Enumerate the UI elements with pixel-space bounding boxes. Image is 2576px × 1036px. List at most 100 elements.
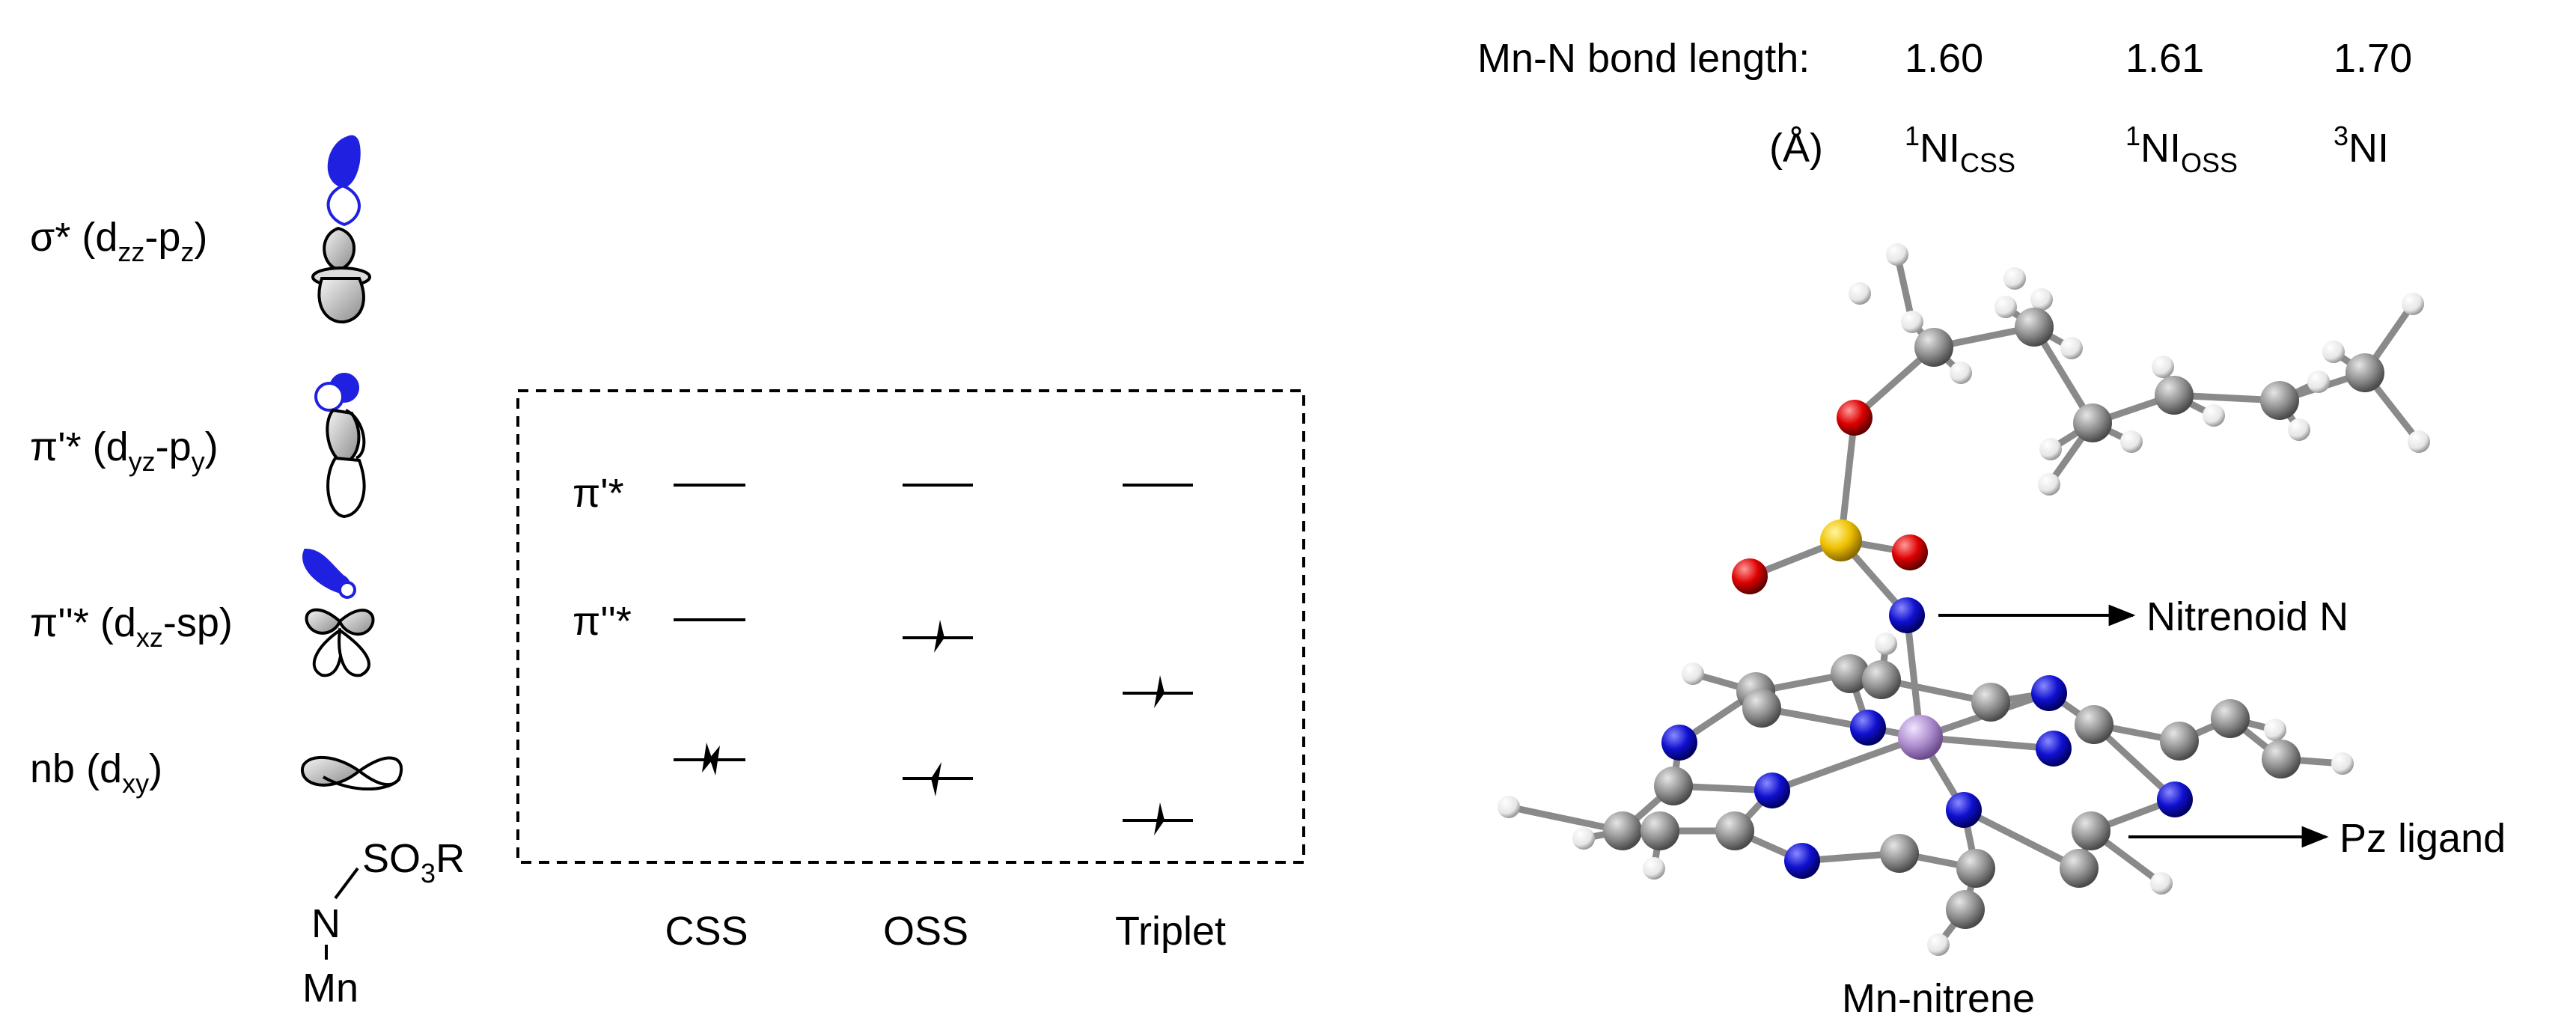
atom-h-hp3 [2331, 752, 2354, 775]
energy-levels [674, 484, 1193, 822]
orbital-labels: σ* (dzz-pz) π'* (dyz-py) π''* (dxz-sp) n… [30, 215, 233, 799]
atom-h-h3 [2003, 267, 2026, 290]
atom-h-hc1a [1950, 362, 1972, 384]
electron-triplet-nb [1154, 802, 1165, 835]
atom-c-ca13 [1640, 811, 1679, 850]
fragment-n-label: N [311, 901, 341, 946]
atom-c-c1 [1914, 328, 1953, 367]
mn-nitrene-molecule [1498, 243, 2430, 956]
bond-h1-hc1b [1893, 251, 1916, 326]
atom-c-c6 [2345, 353, 2384, 392]
atom-h-hc2a [2060, 337, 2083, 359]
pz-ligand-label: Pz ligand [2340, 816, 2506, 861]
bond-mn-n4 [1768, 734, 1924, 794]
atom-c-ca6 [2211, 699, 2250, 738]
atom-h-h2 [1849, 282, 1871, 305]
energy-diagram-frame [516, 389, 1305, 864]
atom-h-h3c [2038, 473, 2060, 496]
orbital-label-nonbonding: nb (dxy) [30, 746, 162, 799]
state-label-css: CSS [665, 909, 748, 954]
atom-c-c3 [2073, 403, 2112, 442]
state-label-oss: OSS [883, 909, 968, 954]
bond-length-oss: 1.61 [2125, 36, 2204, 81]
atom-n-n3 [1946, 792, 1982, 828]
atom-s-s [1820, 519, 1862, 561]
orbital-label-pi-prime-star: π'* (dyz-py) [30, 424, 219, 477]
species-css: 1NICSS [1905, 121, 2015, 178]
electron-css-up [702, 743, 712, 773]
atom-c-ca14 [1715, 811, 1754, 850]
atom-o-o2 [1732, 558, 1768, 594]
electron-css-down [709, 746, 720, 776]
orbital-lobe-pi-prime-star [314, 373, 366, 519]
atom-n-n2 [2031, 675, 2067, 711]
atom-n-nn [1889, 597, 1925, 633]
atom-h-hp7 [1572, 827, 1595, 850]
atom-n-n8 [2036, 731, 2072, 767]
orbital-lobe-sigma-star [311, 135, 371, 324]
fragment-so3r-label: SO3R [362, 836, 465, 889]
atom-n-n4 [1754, 773, 1790, 808]
atom-o-o3 [1892, 534, 1928, 570]
orbital-label-pi-double-prime-star: π''* (dxz-sp) [30, 600, 233, 653]
atom-c-c4 [2155, 376, 2194, 415]
atom-h-hc3b [2039, 438, 2062, 460]
electron-oss-nb [931, 762, 941, 796]
atom-c-ca15 [1742, 689, 1781, 728]
orbital-lobe-pi-double-prime-star [302, 548, 375, 677]
bond-ca8-n3 [1960, 806, 2083, 872]
orbital-lobe-nonbonding [301, 755, 403, 790]
atom-mn-mn [1898, 715, 1943, 760]
atom-c-c2 [2015, 308, 2054, 347]
level-label-pi-double-prime-star: π''* [573, 599, 632, 644]
nitrene-fragment-structure: SO3R N Mn [302, 836, 465, 1011]
level-label-pi-prime-star: π'* [573, 471, 624, 516]
molecule-caption: Mn-nitrene [1842, 976, 2035, 1021]
state-label-triplet: Triplet [1115, 909, 1226, 954]
atom-n-n1 [1850, 710, 1886, 746]
species-oss: 1NIOSS [2125, 121, 2238, 178]
atom-c-ca9 [1956, 849, 1995, 888]
atom-o-o1 [1837, 400, 1873, 436]
atom-h-hc3a [2120, 430, 2143, 453]
electron-oss-pi-double-prime [934, 620, 944, 653]
atom-h-hc5a [2288, 418, 2310, 441]
atom-h-hp6 [1927, 933, 1950, 956]
atom-c-ca8 [2060, 849, 2099, 888]
atom-c-ca2 [1831, 654, 1870, 693]
atom-h-hc1b [1901, 311, 1923, 333]
atom-c-ca11 [1654, 767, 1693, 805]
bond-length-css: 1.60 [1905, 36, 1983, 81]
atom-h-h1 [1886, 243, 1908, 266]
electrons [702, 620, 1165, 835]
atom-h-hp2 [1875, 633, 1897, 655]
bond-length-table: Mn-N bond length: 1.60 1.61 1.70 (Å) 1NI… [1477, 36, 2412, 178]
species-triplet: 3NI [2334, 121, 2389, 171]
electron-triplet-pi-double-prime [1154, 675, 1165, 708]
molecule-atoms [1498, 243, 2430, 956]
bond-length-triplet: 1.70 [2334, 36, 2412, 81]
atom-c-c5 [2260, 381, 2299, 420]
atom-c-ca12 [1603, 811, 1642, 850]
atom-h-hc4b [2203, 404, 2225, 427]
atom-c-ca10 [1880, 834, 1919, 873]
nitrenoid-label: Nitrenoid N [2146, 594, 2348, 639]
bond-length-unit: (Å) [1769, 126, 1823, 171]
fragment-mn-label: Mn [302, 966, 358, 1011]
atom-c-ca7 [2072, 811, 2110, 850]
atom-c-ca16 [1946, 890, 1985, 929]
orbital-label-sigma-star: σ* (dzz-pz) [30, 215, 207, 267]
atom-h-hp1 [1682, 662, 1704, 685]
atom-h-hp4 [2264, 719, 2286, 741]
atom-h-hc2b [1994, 296, 2017, 318]
atom-h-hc6a [2402, 293, 2424, 315]
atom-c-ca17 [2160, 722, 2199, 761]
atom-h-hc6c [2322, 341, 2345, 363]
atom-c-ca18 [2262, 740, 2301, 778]
atom-h-hp9 [1643, 857, 1665, 880]
atom-n-n6 [2157, 781, 2193, 817]
atom-c-ca3 [1862, 660, 1901, 699]
atom-h-hc5b [2307, 371, 2330, 393]
atom-h-hc6b [2408, 430, 2430, 453]
